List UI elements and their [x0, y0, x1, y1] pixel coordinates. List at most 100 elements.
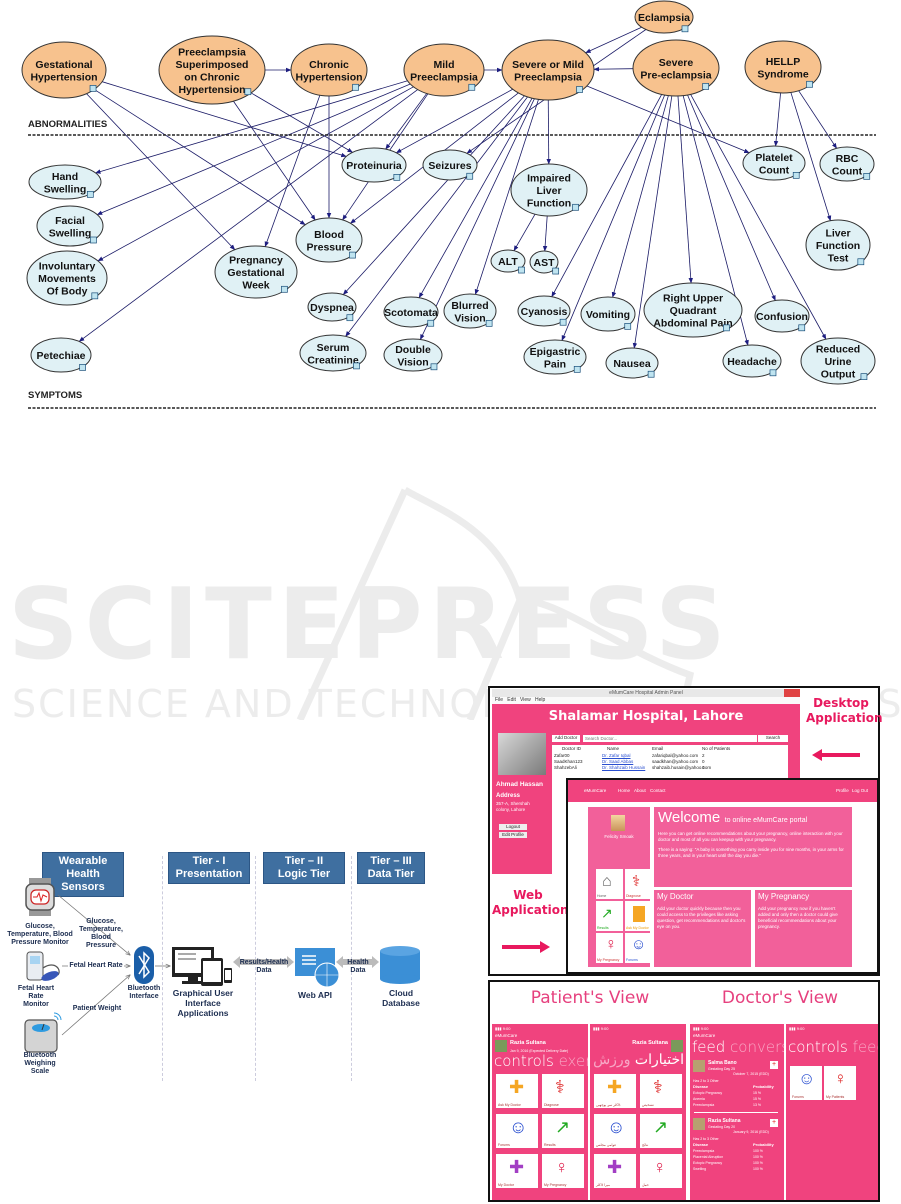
help-icon[interactable]	[806, 80, 813, 88]
app-tile[interactable]: ✚Ask My Doctor	[496, 1074, 538, 1108]
pivot-exercise-urdu[interactable]: ورزش	[593, 1052, 631, 1068]
help-icon[interactable]	[857, 258, 865, 266]
help-icon[interactable]	[702, 83, 710, 90]
nav-contact[interactable]: Contact	[650, 788, 666, 793]
search-button[interactable]: Search	[758, 735, 788, 742]
help-icon[interactable]	[346, 314, 354, 322]
app-tile[interactable]: ↗نتائج	[640, 1114, 682, 1148]
observation-node-naus[interactable]: Nausea	[605, 347, 659, 379]
tile-my-patients[interactable]: ♀My Patients	[824, 1066, 856, 1100]
pivot-controls[interactable]: controls	[788, 1038, 848, 1056]
help-icon[interactable]	[681, 25, 689, 33]
pivot-controls-urdu[interactable]: اختیارات	[634, 1052, 684, 1068]
tile-home[interactable]: ⌂Home	[596, 869, 623, 899]
my-doctor-panel[interactable]: My Doctor Add your doctor quickly becaus…	[654, 890, 751, 967]
menu-view[interactable]: View	[520, 697, 531, 703]
help-icon[interactable]	[723, 324, 730, 332]
search-doctor-input[interactable]	[583, 735, 757, 742]
observation-node-vomit[interactable]: Vomiting	[580, 296, 636, 332]
help-icon[interactable]	[86, 191, 94, 198]
help-icon[interactable]	[89, 85, 97, 92]
nav-home[interactable]: Home	[618, 788, 631, 793]
help-icon[interactable]	[769, 369, 777, 377]
tile-ask-my-doctor[interactable]: Ask My Doctor	[625, 901, 652, 931]
observation-node-pete[interactable]: Petechiae	[30, 337, 92, 373]
help-icon[interactable]	[393, 174, 401, 181]
pivot-exercise[interactable]: exercis	[558, 1052, 588, 1070]
my-pregnancy-panel[interactable]: My Pregnancy Add your pregnancy now if y…	[755, 890, 852, 967]
doctor-name-link[interactable]: Dr. Saad Abbas	[602, 759, 634, 764]
edit-profile-button[interactable]: Edit Profile	[499, 832, 527, 838]
app-tile[interactable]: ✚ڈاکٹر سے پوچھیں	[594, 1074, 636, 1108]
app-tile[interactable]: ♀حمل	[640, 1154, 682, 1188]
help-icon[interactable]	[552, 267, 560, 275]
pivot-conversations[interactable]: conversat	[730, 1038, 784, 1056]
nav-profile[interactable]: Profile	[836, 788, 849, 793]
help-icon[interactable]	[559, 318, 567, 326]
observation-node-cyan[interactable]: Cyanosis	[517, 295, 571, 327]
help-icon[interactable]	[91, 292, 99, 300]
menu-help[interactable]: Help	[534, 697, 546, 703]
help-icon[interactable]	[624, 323, 632, 330]
app-tile[interactable]: ↗Results	[542, 1114, 584, 1148]
pivot-feed[interactable]: feed	[852, 1038, 878, 1056]
help-icon[interactable]	[485, 320, 493, 327]
help-icon[interactable]	[576, 86, 583, 93]
help-icon[interactable]	[863, 173, 871, 180]
help-icon[interactable]	[352, 83, 359, 91]
observation-node-prot[interactable]: Proteinuria	[341, 147, 407, 183]
app-tile[interactable]: ⚕Diagnose	[542, 1074, 584, 1108]
observation-node-seiz[interactable]: Seizures	[422, 149, 478, 181]
app-tile[interactable]: ✚My Doctor	[496, 1154, 538, 1188]
medical-plus-icon[interactable]: +	[770, 1119, 778, 1127]
nav-about[interactable]: About	[634, 788, 646, 793]
observation-node-dysp[interactable]: Dyspnea	[307, 292, 357, 322]
brand-logo[interactable]: eMumCare	[584, 788, 607, 793]
help-icon[interactable]	[518, 266, 525, 274]
app-tile[interactable]: ☺عوامی مجلس	[594, 1114, 636, 1148]
help-icon[interactable]	[353, 362, 360, 370]
medical-plus-icon[interactable]: +	[770, 1061, 778, 1069]
help-icon[interactable]	[647, 370, 655, 378]
tile-forums[interactable]: ☺Forums	[625, 933, 652, 963]
help-icon[interactable]	[792, 172, 800, 179]
help-icon[interactable]	[90, 236, 97, 244]
tile-my-pregnancy[interactable]: ♀My Pregnancy	[596, 933, 623, 963]
help-icon[interactable]	[79, 364, 86, 371]
app-tile[interactable]: ♀My Pregnancy	[542, 1154, 584, 1188]
help-icon[interactable]	[860, 373, 868, 380]
doctor-name-link[interactable]: Dr. Zafar Iqbal	[602, 753, 631, 758]
observation-node-ast[interactable]: AST	[529, 250, 560, 275]
help-icon[interactable]	[244, 88, 252, 96]
nav-logout[interactable]: Log Out	[852, 788, 869, 793]
observation-node-scot[interactable]: Scotomata	[383, 296, 439, 328]
help-icon[interactable]	[430, 363, 438, 371]
tile-forums[interactable]: ☺Forums	[790, 1066, 822, 1100]
menu-edit[interactable]: Edit	[507, 697, 516, 703]
logout-button[interactable]: Logout	[499, 824, 527, 830]
pivot-feed[interactable]: feed	[692, 1038, 726, 1056]
help-icon[interactable]	[468, 83, 476, 91]
app-tile[interactable]: ☺Forums	[496, 1114, 538, 1148]
